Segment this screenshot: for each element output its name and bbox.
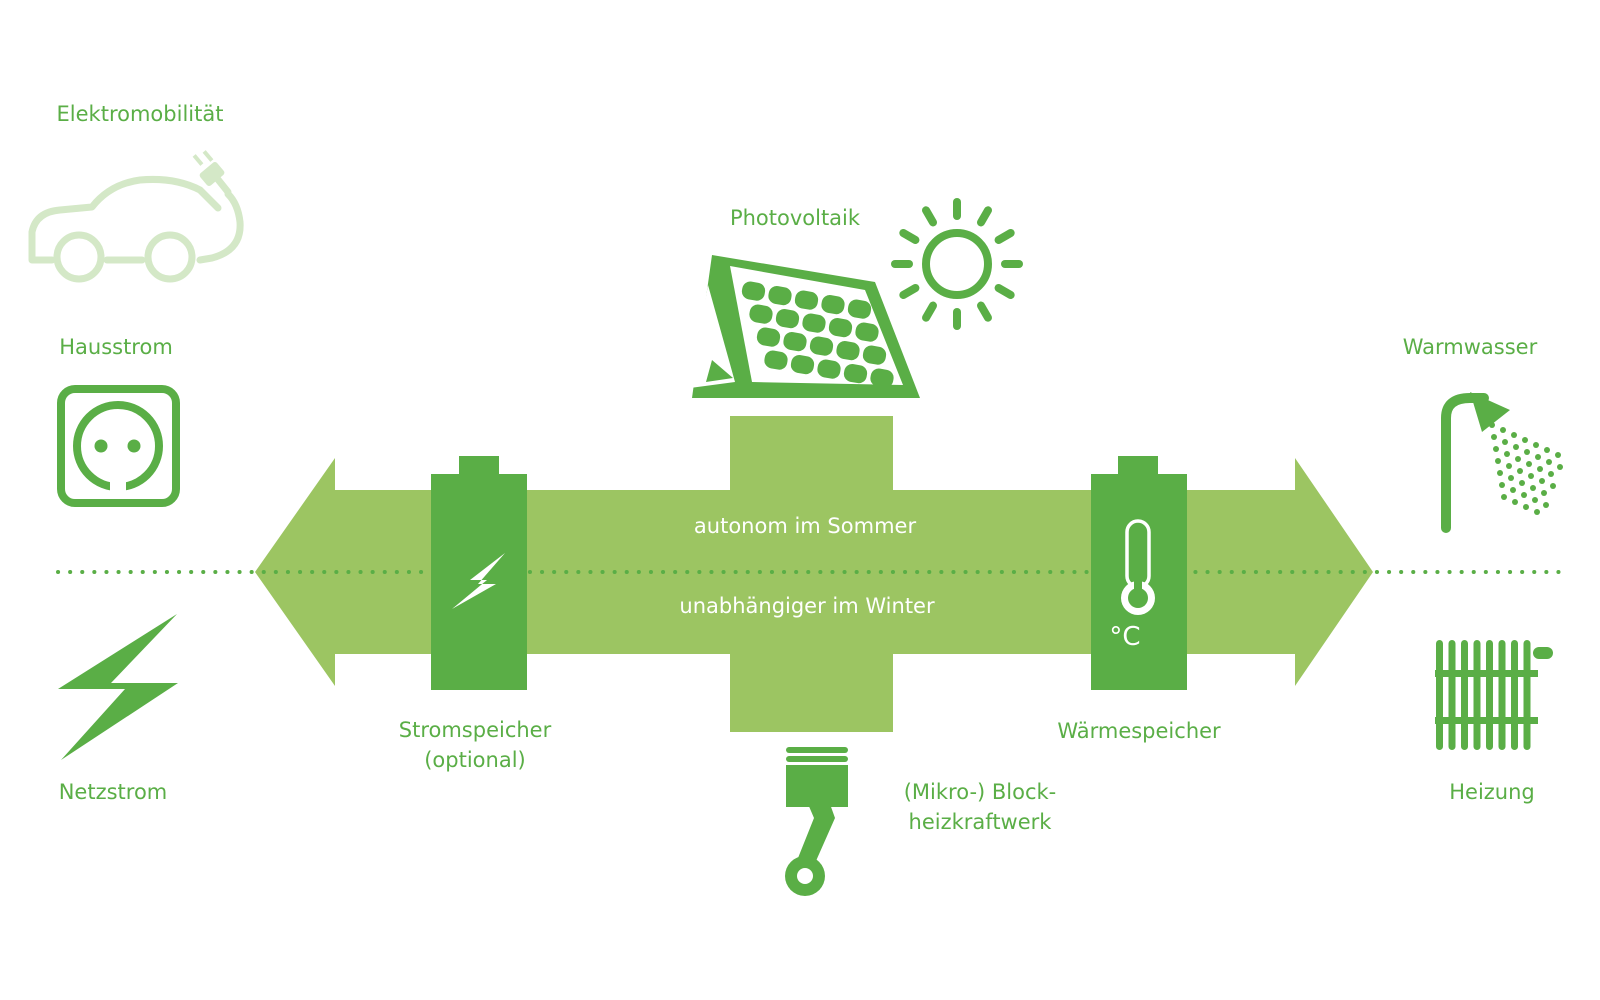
label-stromspeicher: Stromspeicher (optional): [399, 715, 551, 775]
label-heizung: Heizung: [1449, 780, 1535, 804]
sun-icon: [891, 198, 1023, 330]
label-unabhaengiger-winter: unabhängiger im Winter: [679, 594, 935, 618]
label-autonom-sommer: autonom im Sommer: [693, 514, 917, 538]
car-plug-icon: [28, 150, 244, 283]
energy-flow-arrow: [255, 416, 1373, 732]
thermometer-icon: [1121, 519, 1155, 615]
label-stromspeicher-line2: (optional): [424, 748, 526, 772]
label-bhkw-line1: (Mikro-) Block-: [903, 780, 1057, 804]
socket-icon: [57, 385, 180, 507]
label-elektromobilitaet: Elektromobilität: [56, 102, 224, 126]
piston-icon: [785, 747, 848, 896]
shower-icon: [1441, 392, 1563, 533]
label-photovoltaik: Photovoltaik: [729, 206, 861, 230]
radiator-icon: [1435, 640, 1553, 750]
label-warmwasser: Warmwasser: [1402, 335, 1538, 359]
battery-icon: [431, 456, 527, 690]
lightning-icon: [58, 614, 178, 760]
solar-panel-icon: [690, 255, 920, 398]
label-stromspeicher-line1: Stromspeicher: [398, 718, 552, 742]
label-bhkw: (Mikro-) Block- heizkraftwerk: [904, 777, 1057, 837]
heat-battery-icon: [1091, 456, 1187, 690]
label-waermespeicher: Wärmespeicher: [1057, 719, 1221, 743]
label-hausstrom: Hausstrom: [59, 335, 173, 359]
celsius-unit: °C: [1109, 622, 1141, 652]
label-bhkw-line2: heizkraftwerk: [908, 810, 1052, 834]
label-netzstrom: Netzstrom: [58, 780, 168, 804]
